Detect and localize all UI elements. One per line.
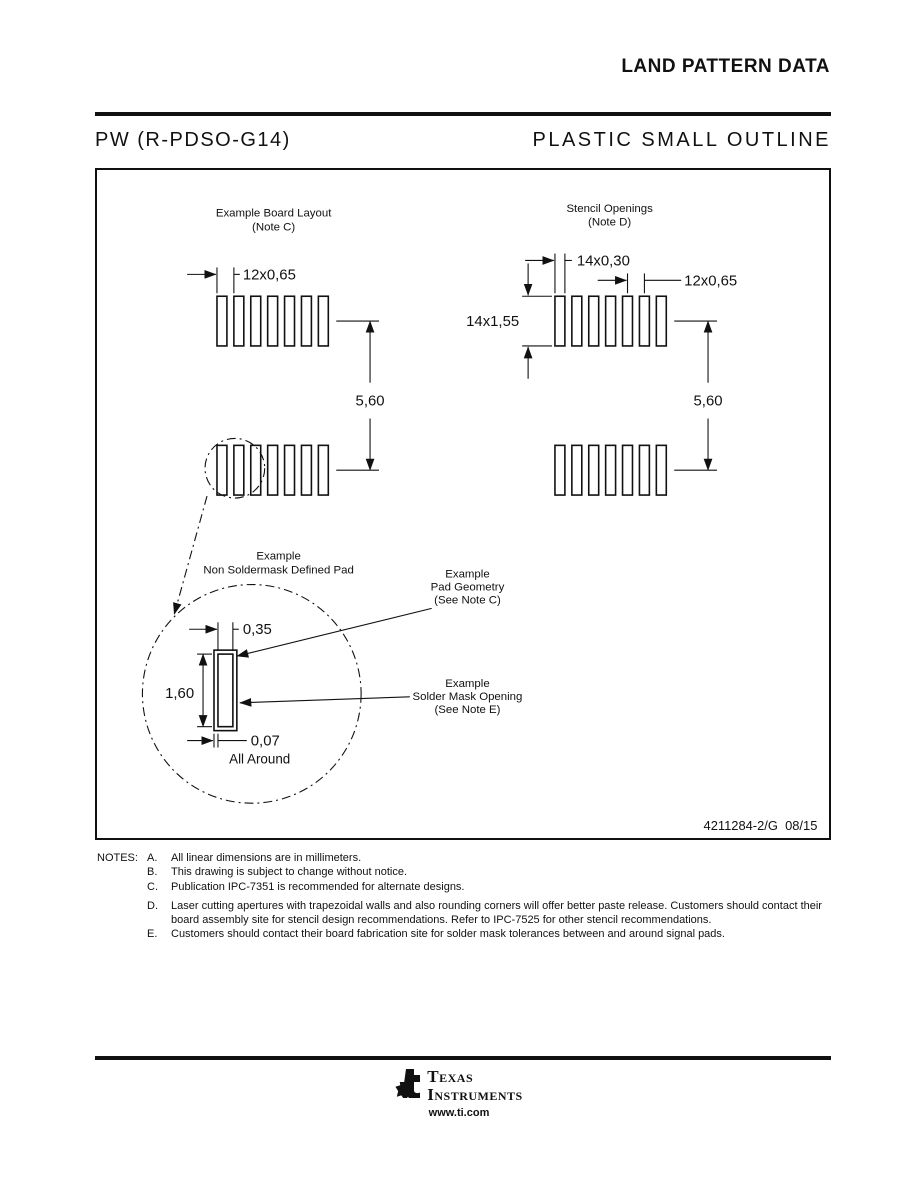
package-type: PLASTIC SMALL OUTLINE bbox=[532, 129, 831, 151]
pad-detail-solder-mask-opening bbox=[213, 649, 238, 732]
pad-width-dimension: 0,35 bbox=[189, 622, 272, 652]
row-gap-dimension-left: 5,60 bbox=[336, 320, 385, 471]
stencil-pads-bottom-row bbox=[554, 444, 668, 496]
stencil-note: (Note D) bbox=[588, 217, 631, 229]
detail-zoom-circle bbox=[141, 583, 362, 804]
drawing-frame: Example Board Layout (Note C) Stencil Op… bbox=[95, 168, 831, 840]
ti-logo-icon bbox=[395, 1068, 422, 1103]
all-around-label: All Around bbox=[229, 751, 290, 766]
brand-name-bottom: Instruments bbox=[427, 1084, 523, 1104]
stencil-height-dimension: 14x1,55 bbox=[466, 263, 552, 379]
note-text: This drawing is subject to change withou… bbox=[171, 866, 408, 879]
note-text: All linear dimensions are in millimeters… bbox=[171, 852, 362, 864]
board-layout-pads-top-row bbox=[216, 295, 330, 347]
board-layout-pads-bottom-row bbox=[216, 444, 330, 496]
dim-row-gap-left: 5,60 bbox=[356, 394, 385, 410]
pitch-dimension-left: 12x0,65 bbox=[187, 267, 296, 294]
note-text: Laser cutting apertures with trapezoidal… bbox=[171, 899, 822, 927]
note-letter: D. bbox=[147, 899, 158, 912]
stencil-width-dimension: 14x0,30 bbox=[525, 253, 630, 294]
row-gap-dimension-right: 5,60 bbox=[674, 320, 723, 471]
stencil-title: Stencil Openings bbox=[566, 203, 653, 215]
pad-geometry-callout: Example Pad Geometry (See Note C) bbox=[236, 569, 505, 658]
pad-geometry-line2: Pad Geometry bbox=[431, 581, 505, 593]
note-letter: B. bbox=[147, 866, 158, 879]
note-letter: E. bbox=[147, 928, 158, 941]
board-layout-title: Example Board Layout bbox=[216, 208, 332, 220]
note-text: Publication IPC-7351 is recommended for … bbox=[171, 880, 465, 893]
dim-stencil-width: 14x0,30 bbox=[577, 253, 630, 269]
solder-mask-line1: Example bbox=[445, 678, 489, 690]
pad-detail-pad bbox=[217, 653, 234, 728]
note-row-b: B. This drawing is subject to change wit… bbox=[97, 865, 833, 879]
bottom-rule bbox=[95, 1056, 831, 1060]
brand-name-top: Texas bbox=[427, 1067, 474, 1087]
solder-mask-line2: Solder Mask Opening bbox=[413, 691, 523, 703]
dim-pad-width: 0,35 bbox=[243, 622, 272, 638]
pad-geometry-line1: Example bbox=[445, 569, 489, 581]
pitch-dimension-right: 12x0,65 bbox=[597, 273, 737, 294]
notes-label: NOTES: bbox=[97, 852, 138, 864]
solder-mask-line3: (See Note E) bbox=[434, 704, 500, 716]
notes-section: NOTES: A. All linear dimensions are in m… bbox=[97, 851, 833, 942]
note-row-d: D. Laser cutting apertures with trapezoi… bbox=[97, 899, 833, 928]
detail-view-subtitle: Non Soldermask Defined Pad bbox=[203, 565, 353, 577]
dim-stencil-height: 14x1,55 bbox=[466, 314, 519, 330]
note-row-c: C. Publication IPC-7351 is recommended f… bbox=[97, 880, 833, 894]
drawing-header: PW (R-PDSO-G14) PLASTIC SMALL OUTLINE bbox=[95, 129, 831, 152]
board-layout-note: (Note C) bbox=[252, 222, 295, 234]
pad-geometry-line3: (See Note C) bbox=[434, 594, 501, 606]
note-row-a: NOTES: A. All linear dimensions are in m… bbox=[97, 851, 833, 865]
note-letter: C. bbox=[147, 880, 158, 893]
mask-clearance-dimension: 0,07 bbox=[187, 734, 280, 750]
top-rule bbox=[95, 112, 831, 116]
page-title: LAND PATTERN DATA bbox=[621, 56, 830, 77]
package-code: PW (R-PDSO-G14) bbox=[95, 129, 291, 151]
detail-leader-line bbox=[173, 495, 208, 615]
footer-url: www.ti.com bbox=[428, 1107, 490, 1119]
dim-pad-height: 1,60 bbox=[165, 686, 194, 702]
solder-mask-callout: Example Solder Mask Opening (See Note E) bbox=[239, 678, 523, 716]
detail-view-title: Example bbox=[256, 551, 300, 563]
note-text: Customers should contact their board fab… bbox=[171, 928, 725, 941]
doc-number: 4211284-2/G 08/15 bbox=[704, 818, 818, 833]
note-row-e: E. Customers should contact their board … bbox=[97, 927, 833, 941]
land-pattern-drawing: Example Board Layout (Note C) Stencil Op… bbox=[141, 203, 818, 833]
pad-height-dimension: 1,60 bbox=[165, 653, 213, 728]
dim-mask-clearance: 0,07 bbox=[251, 734, 280, 750]
note-letter: A. bbox=[147, 852, 158, 864]
ti-logo: Texas Instruments bbox=[395, 1068, 522, 1103]
dim-row-gap-right: 5,60 bbox=[694, 394, 723, 410]
detail-source-circle bbox=[204, 437, 266, 499]
dim-pitch-right: 12x0,65 bbox=[684, 273, 737, 289]
dim-pitch-left: 12x0,65 bbox=[243, 267, 296, 283]
stencil-pads-top-row bbox=[554, 295, 668, 347]
footer: Texas Instruments www.ti.com bbox=[0, 1068, 918, 1119]
